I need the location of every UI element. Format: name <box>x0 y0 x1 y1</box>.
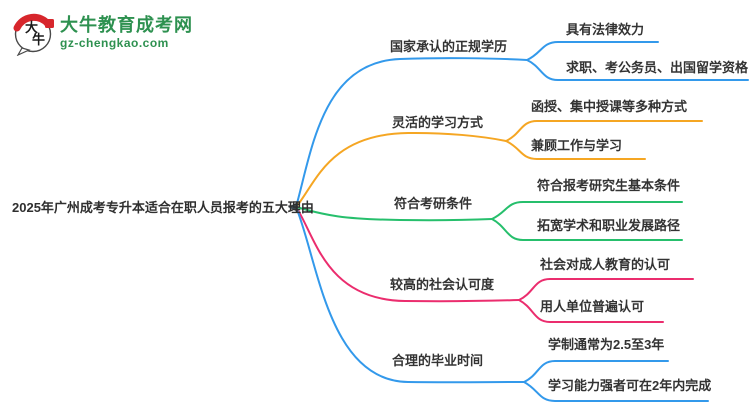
branch-3-child-2-line <box>491 218 683 241</box>
branch-2-line <box>295 131 507 208</box>
branch-1-label[interactable]: 国家承认的正规学历 <box>390 39 508 54</box>
logo-mark-icon: 大 牛 <box>12 10 56 56</box>
branch-1-line <box>295 57 528 208</box>
branch-1-child-2[interactable]: 求职、考公务员、出国留学资格 <box>566 60 749 75</box>
branch-5-line <box>295 206 525 384</box>
branch-1-child-1-line <box>526 41 659 61</box>
branch-3-label[interactable]: 符合考研条件 <box>394 196 473 211</box>
branch-5-label[interactable]: 合理的毕业时间 <box>392 353 484 368</box>
root-anchor-tip <box>288 202 298 212</box>
branch-4-child-2-line <box>518 299 664 323</box>
branch-2-child-2[interactable]: 兼顾工作与学习 <box>531 138 623 153</box>
branch-5-child-2[interactable]: 学习能力强者可在2年内完成 <box>548 378 712 393</box>
branch-5-child-2-line <box>523 381 709 402</box>
branch-2-label[interactable]: 灵活的学习方式 <box>392 115 484 130</box>
branch-4-child-1[interactable]: 社会对成人教育的认可 <box>540 257 671 272</box>
svg-text:牛: 牛 <box>32 32 45 48</box>
logo-site-domain: gz-chengkao.com <box>60 35 169 50</box>
branch-4-label[interactable]: 较高的社会认可度 <box>390 277 495 292</box>
branch-5-child-1-line <box>523 360 669 383</box>
branch-2-child-1-line <box>505 120 703 142</box>
branch-3-line <box>295 206 493 222</box>
branch-1-child-2-line <box>526 59 749 81</box>
svg-text:大: 大 <box>25 20 38 36</box>
branch-4-line <box>295 206 520 303</box>
branch-3-child-2[interactable]: 拓宽学术和职业发展路径 <box>537 218 681 233</box>
root-topic[interactable]: 2025年广州成考专升本适合在职人员报考的五大理由 <box>12 200 314 215</box>
branch-2-child-1[interactable]: 函授、集中授课等多种方式 <box>531 99 688 114</box>
branch-4-child-2[interactable]: 用人单位普遍认可 <box>540 299 645 314</box>
site-logo[interactable]: 大 牛 大牛教育成考网 gz-chengkao.com <box>12 10 193 56</box>
branch-3-child-1-line <box>491 201 683 220</box>
branch-5-child-1[interactable]: 学制通常为2.5至3年 <box>548 337 665 352</box>
branch-4-child-1-line <box>518 278 694 301</box>
branch-3-child-1[interactable]: 符合报考研究生基本条件 <box>537 178 681 193</box>
branch-1-child-1[interactable]: 具有法律效力 <box>566 22 645 37</box>
branch-2-child-2-line <box>505 140 646 160</box>
logo-site-name: 大牛教育成考网 <box>60 15 193 35</box>
